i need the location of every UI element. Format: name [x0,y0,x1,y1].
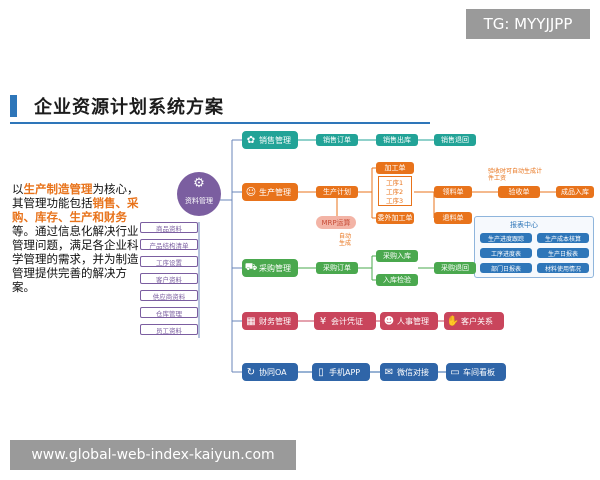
core-item-staff: 员工资料 [140,324,198,335]
module-finance: ▦财务管理 [242,312,298,330]
coins-icon: ✿ [246,134,256,146]
handshake-icon: ✋ [446,315,460,327]
yen-icon: ¥ [319,315,327,327]
finance-hr-label: 人事管理 [397,316,429,326]
collab-app-label: 手机APP [329,367,361,377]
process-steps-box [378,176,412,206]
report-item: 生产进度跟踪 [480,233,532,243]
sales-order: 销售订单 [316,134,358,146]
intro-highlight: 生产制造管理 [23,182,93,196]
chat-icon: ✉ [384,366,394,378]
title-underline [10,122,430,124]
collab-kanban: ▭车间看板 [446,363,506,381]
purchase-inspect: 入库检验 [376,274,418,286]
core-gear-icon: ⚙ [193,176,205,191]
module-collab-label: 协同OA [259,367,287,377]
cart-icon: ⛟ [244,261,258,273]
module-collab: ↻协同OA [242,363,298,381]
finished-goods-in: 成品入库 [556,186,594,198]
module-sales-label: 销售管理 [259,135,291,145]
process-step-3: 工序3 [386,197,404,205]
process-order: 加工单 [376,162,414,174]
report-item: 部门日报表 [480,263,532,273]
material-return: 退料单 [434,212,472,224]
phone-icon: ▯ [318,366,324,378]
report-item: 工序进度表 [480,248,532,258]
core-item-bom: 产品结构清单 [140,239,198,250]
intro-highlight: 销售、采购、库存、生产和财务 [12,196,139,224]
purchase-return: 采购退回 [434,262,476,274]
cycle-icon: ↻ [246,366,256,378]
outsource-order: 委外加工单 [376,212,414,224]
finance-voucher: ¥ 会计凭证 [314,312,376,330]
report-item: 材料使用情况 [537,263,589,273]
finance-hr: ☻人事管理 [380,312,438,330]
page-title: 企业资源计划系统方案 [34,97,224,118]
person-icon: ☻ [383,315,395,327]
mrp-calc: MRP运算 [316,216,356,229]
report-item: 生产成本核算 [537,233,589,243]
module-purchase-label: 采购管理 [259,263,291,273]
sales-return: 销售退回 [434,134,476,146]
process-step-2: 工序2 [386,188,404,196]
watermark-bottom: www.global-web-index-kaiyun.com [10,440,296,470]
report-center-title: 报表中心 [510,221,538,229]
intro-part: 为核心，其管理功能包括 [12,182,139,210]
intro-text: 以生产制造管理为核心，其管理功能包括销售、采购、库存、生产和财务等。通过信息化解… [12,182,140,294]
finance-voucher-label: 会计凭证 [331,316,363,326]
collab-wechat-label: 微信对接 [397,367,429,377]
finance-crm-label: 客户关系 [461,316,493,326]
module-sales: ✿销售管理 [242,131,298,149]
material-pick: 领料单 [434,186,472,198]
core-item-warehouse: 仓库管理 [140,307,198,318]
collab-wechat: ✉微信对接 [380,363,438,381]
process-step-1: 工序1 [386,179,404,187]
inspection-order: 验收单 [498,186,540,198]
collab-app: ▯ 手机APP [312,363,370,381]
module-production-label: 生产管理 [259,187,291,197]
finance-crm: ✋客户关系 [444,312,504,330]
purchase-in: 采购入库 [376,250,418,262]
title-accent-bar [10,95,17,117]
purchase-order: 采购订单 [316,262,358,274]
module-purchase: ⛟采购管理 [242,259,298,277]
core-item-goods: 商品资料 [140,222,198,233]
watermark-top: TG: MYYJJPP [466,9,590,39]
sales-outbound: 销售出库 [376,134,418,146]
module-finance-label: 财务管理 [259,316,291,326]
report-item: 生产日报表 [537,248,589,258]
intro-part: 等。通过信息化解决行业管理问题，满足各企业科学管理的需求，并为制造管理提供完善的… [12,224,139,294]
monitor-icon: ▭ [450,366,460,378]
production-plan: 生产计划 [316,186,358,198]
core-label: 资料管理 [185,197,213,205]
module-production: ☺生产管理 [242,183,298,201]
calculator-icon: ▦ [246,315,256,327]
collab-kanban-label: 车间看板 [463,367,495,377]
inspect-note: 验收时可自动生成计件工资 [488,168,543,182]
core-item-process: 工序设置 [140,256,198,267]
core-item-customer: 客户资料 [140,273,198,284]
intro-part: 以 [12,182,24,196]
auto-generate-note: 自动生成 [339,233,352,247]
core-item-supplier: 供应商资料 [140,290,198,301]
worker-icon: ☺ [245,186,257,198]
